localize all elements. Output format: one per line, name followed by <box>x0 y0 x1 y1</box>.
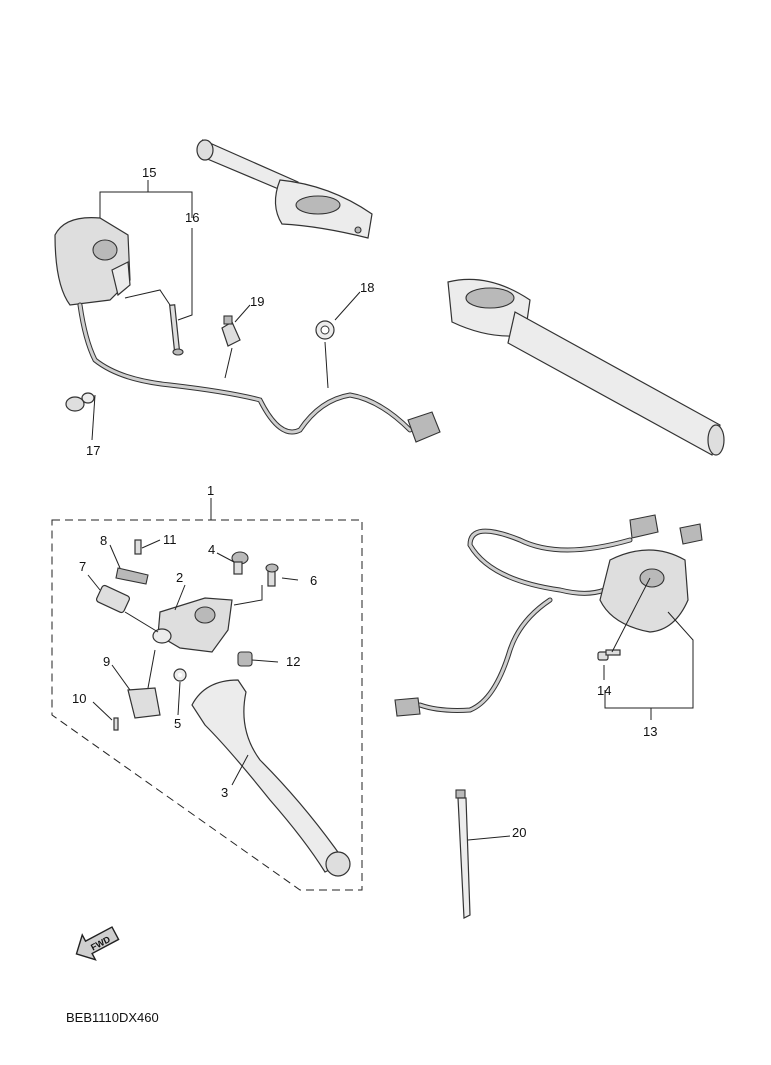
left-handlebar-clipon <box>196 139 373 239</box>
part-7-switch <box>95 584 131 614</box>
part-9-switch <box>127 687 161 719</box>
part-5-washer <box>173 668 187 682</box>
lever-bracket <box>152 597 233 653</box>
callout-2: 2 <box>176 570 183 585</box>
left-handlebar-switch <box>54 217 441 443</box>
fwd-arrow-icon: FWD <box>75 926 120 961</box>
part-12-collar <box>237 651 253 667</box>
callout-4: 4 <box>208 542 215 557</box>
callout-19: 19 <box>250 294 264 309</box>
callout-10: 10 <box>72 691 86 706</box>
callout-9: 9 <box>103 654 110 669</box>
right-handlebar-clipon <box>447 278 725 456</box>
callout-7: 7 <box>79 559 86 574</box>
callout-17: 17 <box>86 443 100 458</box>
callout-16: 16 <box>185 210 199 225</box>
part-8-clip <box>115 567 149 585</box>
callout-13: 13 <box>643 724 657 739</box>
part-17-clamp <box>65 392 95 412</box>
part-18-clamp <box>315 320 335 340</box>
callout-8: 8 <box>100 533 107 548</box>
drawing-code: BEB1110DX460 <box>66 1010 159 1025</box>
callout-labels: 15 16 17 18 19 1 8 11 4 7 2 6 9 12 10 5 … <box>72 165 657 840</box>
leader-lines <box>87 180 694 841</box>
callout-5: 5 <box>174 716 181 731</box>
callout-18: 18 <box>360 280 374 295</box>
part-11-screw <box>134 539 142 555</box>
callout-3: 3 <box>221 785 228 800</box>
callout-1: 1 <box>207 483 214 498</box>
part-3-clutch-lever <box>191 679 351 877</box>
callout-14: 14 <box>597 683 611 698</box>
callout-6: 6 <box>310 573 317 588</box>
part-10-screw <box>113 717 119 731</box>
part-20-cable-tie <box>455 789 471 919</box>
part-4-knob <box>231 551 249 575</box>
callout-15: 15 <box>142 165 156 180</box>
callout-11: 11 <box>163 532 177 547</box>
part-19-band <box>221 315 241 347</box>
right-handlebar-switch <box>394 514 703 717</box>
callout-12: 12 <box>286 654 300 669</box>
callout-20: 20 <box>512 825 526 840</box>
part-16-screw <box>169 304 184 356</box>
part-6-bolt <box>265 563 279 587</box>
part-14-screw <box>597 649 621 661</box>
